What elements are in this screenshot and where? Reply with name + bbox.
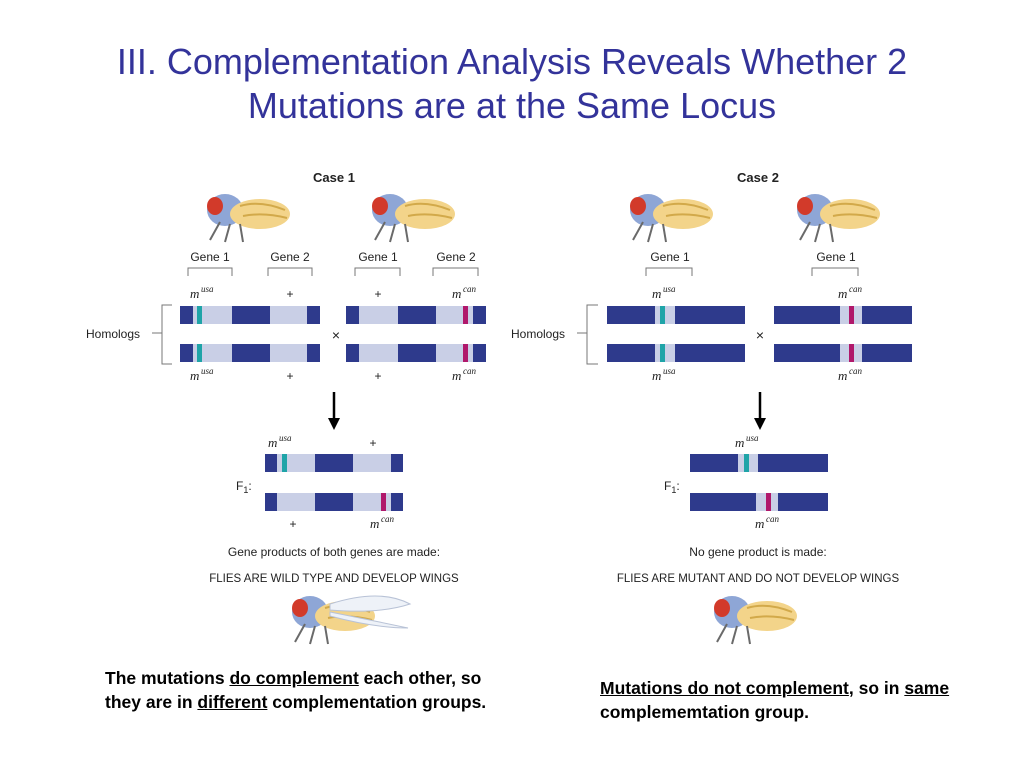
case2-f1-chromosome-bottom — [690, 493, 828, 511]
case1-parent-fly-right — [371, 193, 456, 243]
case2-chromosome-left-top — [607, 306, 745, 324]
caption-right-underline-1: Mutations do not complement — [600, 678, 849, 698]
case1-homologs-bracket — [152, 304, 172, 365]
case1-f1-chromosome-top — [265, 454, 403, 472]
case1-gene1-label: Gene 1 — [190, 250, 230, 264]
caption-right-text-1: , so in — [848, 678, 905, 698]
caption-left: The mutations do complement each other, … — [105, 666, 505, 714]
case2-heading: Case 2 — [737, 170, 779, 185]
case1-gene1b-label: Gene 1 — [358, 250, 398, 264]
case1-chromosome-right-bottom — [346, 344, 486, 362]
case1-f1-usa-sup: usa — [279, 433, 292, 443]
case1-usa-sup: usa — [201, 366, 214, 376]
case2-m-label: m — [838, 368, 847, 383]
case1-parent-fly-left — [206, 193, 291, 243]
caption-right-text-2: complememtation group. — [600, 702, 810, 722]
case1-f1-chromosome-bottom — [265, 493, 403, 511]
case2-homologs-bracket — [577, 304, 598, 365]
case2-gene1b-label: Gene 1 — [816, 250, 856, 264]
case1-chromosome-left-top — [180, 306, 320, 324]
title-line-1: III. Complementation Analysis Reveals Wh… — [116, 41, 908, 82]
case2-parent-fly-right — [796, 193, 881, 243]
case1-gene2-label: Gene 2 — [270, 250, 310, 264]
case2-result-line2: FLIES ARE MUTANT AND DO NOT DEVELOP WING… — [617, 573, 900, 585]
title-line-2: Mutations are at the Same Locus — [247, 85, 777, 126]
caption-right-underline-2: same — [904, 678, 950, 698]
case2-gene-brackets — [645, 267, 859, 276]
case1-plus-label: + — [374, 287, 381, 301]
case1-plus-label: + — [286, 369, 293, 383]
caption-left-text-2: each other, so they are in — [105, 668, 482, 712]
case1-gene-brackets — [187, 267, 479, 276]
caption-left-text-3: complementation groups. — [267, 692, 487, 712]
case2-down-arrow — [754, 392, 766, 430]
case2-can-sup: can — [849, 366, 862, 376]
case2-gene1-label: Gene 1 — [650, 250, 690, 264]
case1-m-label: m — [190, 368, 199, 383]
case1-can-sup: can — [463, 366, 476, 376]
case1-gene2b-label: Gene 2 — [436, 250, 476, 264]
case1-m-label: m — [452, 368, 461, 383]
case1-f1-plus-label: + — [289, 517, 296, 531]
case1-can-sup: can — [463, 284, 476, 294]
caption-right: Mutations do not complement, so in same … — [600, 676, 980, 724]
case2-m-label: m — [652, 286, 661, 301]
case1-winged-fly — [292, 596, 410, 644]
case2-f1-label: F1: — [664, 479, 680, 495]
case1-plus-label: + — [286, 287, 293, 301]
case1-f1-plus-label: + — [369, 436, 376, 450]
case1-cross-symbol: × — [332, 327, 340, 343]
case2-wingless-fly — [713, 595, 798, 645]
caption-left-underline-1: do complement — [229, 668, 359, 688]
case1-result-line1: Gene products of both genes are made: — [228, 545, 440, 559]
case2-f1-can-sup: can — [766, 514, 779, 524]
case1-usa-sup: usa — [201, 284, 214, 294]
case1-plus-label: + — [374, 369, 381, 383]
case1-chromosome-left-bottom — [180, 344, 320, 362]
case1-f1-label: F1: — [236, 479, 252, 495]
case1-m-label: m — [190, 286, 199, 301]
case1-f1-can-sup: can — [381, 514, 394, 524]
case2-f1-m-label: m — [735, 435, 744, 450]
case2-can-sup: can — [849, 284, 862, 294]
case1-result-line2: FLIES ARE WILD TYPE AND DEVELOP WINGS — [209, 573, 459, 585]
case2-homologs-label: Homologs — [511, 327, 565, 341]
case1-down-arrow — [328, 392, 340, 430]
case2-f1-chromosome-top — [690, 454, 828, 472]
caption-left-text-1: The mutations — [105, 668, 230, 688]
case2-m-label: m — [652, 368, 661, 383]
case2-parent-fly-left — [629, 193, 714, 243]
case2-m-label: m — [838, 286, 847, 301]
case1-chromosome-right-top — [346, 306, 486, 324]
case1-f1-m-label: m — [268, 435, 277, 450]
case2-chromosome-left-bottom — [607, 344, 745, 362]
case2-usa-sup: usa — [663, 284, 676, 294]
case2-chromosome-right-top — [774, 306, 912, 324]
case2-chromosome-right-bottom — [774, 344, 912, 362]
case2-result-line1: No gene product is made: — [689, 545, 826, 559]
case1-f1-m-label: m — [370, 516, 379, 531]
case1-heading: Case 1 — [313, 170, 355, 185]
case1-homologs-label: Homologs — [86, 327, 140, 341]
caption-left-underline-2: different — [197, 692, 268, 712]
case2-cross-symbol: × — [756, 327, 764, 343]
page-title: III. Complementation Analysis Reveals Wh… — [0, 40, 1024, 128]
case1-m-label: m — [452, 286, 461, 301]
case2-f1-m-label: m — [755, 516, 764, 531]
case2-usa-sup: usa — [663, 366, 676, 376]
case2-f1-usa-sup: usa — [746, 433, 759, 443]
